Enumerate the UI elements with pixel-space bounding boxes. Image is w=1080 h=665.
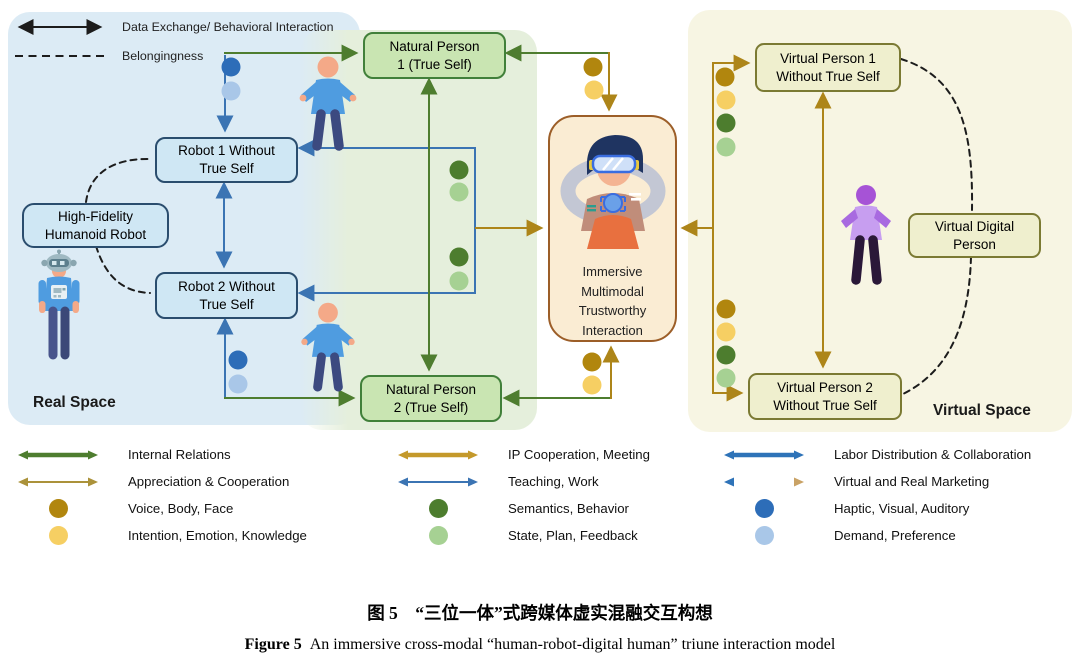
legend-label: Internal Relations (128, 447, 231, 462)
natural-person-1-figure (299, 56, 357, 151)
legend-column-1: Internal Relations Appreciation & Cooper… (10, 441, 307, 549)
np1-center-connector (504, 44, 618, 112)
robot1-box: Robot 1 Without True Self (155, 137, 298, 183)
legend-item: Labor Distribution & Collaboration (716, 441, 1031, 468)
natural-person1-box: Natural Person 1 (True Self) (363, 32, 506, 79)
legend-solid-label: Data Exchange/ Behavioral Interaction (122, 20, 334, 34)
caption-chinese: 图 5 “三位一体”式跨媒体虚实混融交互构想 (367, 603, 713, 623)
light-blue-dot-icon (754, 526, 774, 545)
light-yellow-dot-icon (48, 526, 68, 545)
connector-layer (15, 19, 974, 407)
natural-person-2-figure (301, 302, 355, 392)
np2-center-connector (502, 345, 620, 407)
thick-blue-double-arrow-icon (724, 450, 804, 459)
green-double-arrow-icon (18, 450, 98, 459)
legend-item: Internal Relations (10, 441, 307, 468)
virtual-space-label: Virtual Space (933, 402, 1031, 419)
caption-figure-text: An immersive cross-modal “human-robot-di… (309, 636, 836, 653)
real-space-label: Real Space (33, 394, 116, 411)
legend-item: Intention, Emotion, Knowledge (10, 522, 307, 549)
light-green-dot-icon (428, 526, 448, 545)
legend-item: Voice, Body, Face (10, 495, 307, 522)
immersive-interaction-label: Immersive Multimodal Trustworthy Interac… (578, 264, 647, 338)
caption-english: Figure 5 An immersive cross-modal “human… (0, 636, 1080, 654)
dark-yellow-dot-icon (48, 499, 68, 518)
legend-label: Voice, Body, Face (128, 501, 234, 516)
center-virtual-trunk (680, 54, 751, 402)
blue-tan-gradient-arrow-icon (724, 477, 804, 486)
legend-label: Semantics, Behavior (508, 501, 629, 516)
legend-item: State, Plan, Feedback (390, 522, 650, 549)
legend-item: Virtual and Real Marketing (716, 468, 1031, 495)
vdp-belongingness-arcs (900, 58, 974, 395)
dark-green-dot-icon (428, 499, 448, 518)
legend-label: Intention, Emotion, Knowledge (128, 528, 307, 543)
vr-user-icon (560, 135, 665, 249)
legend-label: Haptic, Visual, Auditory (834, 501, 970, 516)
legend-label: Virtual and Real Marketing (834, 474, 990, 489)
legend-label: Demand, Preference (834, 528, 956, 543)
legend-item: Teaching, Work (390, 468, 650, 495)
data-dots (221, 57, 736, 395)
virtual-person-figure (841, 185, 891, 285)
virtual-person1-box: Virtual Person 1 Without True Self (755, 43, 901, 92)
legend-label: Labor Distribution & Collaboration (834, 447, 1032, 462)
legend-label: IP Cooperation, Meeting (508, 447, 650, 462)
legend-label: State, Plan, Feedback (508, 528, 638, 543)
virtual-digital-person-box: Virtual Digital Person (908, 213, 1041, 258)
legend-column-2: IP Cooperation, Meeting Teaching, Work S… (390, 441, 650, 549)
legend-item: Haptic, Visual, Auditory (716, 495, 1031, 522)
caption-figure-number: Figure 5 (244, 636, 302, 653)
immersive-interaction-box: Immersive Multimodal Trustworthy Interac… (548, 115, 677, 342)
legend-dashed-label: Belongingness (122, 49, 204, 63)
robots-center-bracket (297, 139, 544, 302)
legend-item: Appreciation & Cooperation (10, 468, 307, 495)
dark-blue-dot-icon (754, 499, 774, 518)
legend-label: Appreciation & Cooperation (128, 474, 290, 489)
legend-item: Semantics, Behavior (390, 495, 650, 522)
robot2-box: Robot 2 Without True Self (155, 272, 298, 319)
virtual-person2-box: Virtual Person 2 Without True Self (748, 373, 902, 420)
gold-double-arrow-icon (398, 450, 478, 459)
high-fidelity-robot-box: High-Fidelity Humanoid Robot (22, 203, 169, 248)
olive-double-arrow-icon (18, 477, 98, 486)
legend-item: Demand, Preference (716, 522, 1031, 549)
hf-robot-belongingness-arcs (85, 157, 152, 294)
natural-person2-box: Natural Person 2 (True Self) (360, 375, 502, 422)
humanoid-robot-figure (38, 249, 80, 360)
legend-label: Teaching, Work (508, 474, 599, 489)
legend-column-3: Labor Distribution & Collaboration Virtu… (716, 441, 1031, 549)
blue-double-arrow-icon (398, 477, 478, 486)
robot2-np2-connector (216, 317, 356, 407)
legend-item: IP Cooperation, Meeting (390, 441, 650, 468)
